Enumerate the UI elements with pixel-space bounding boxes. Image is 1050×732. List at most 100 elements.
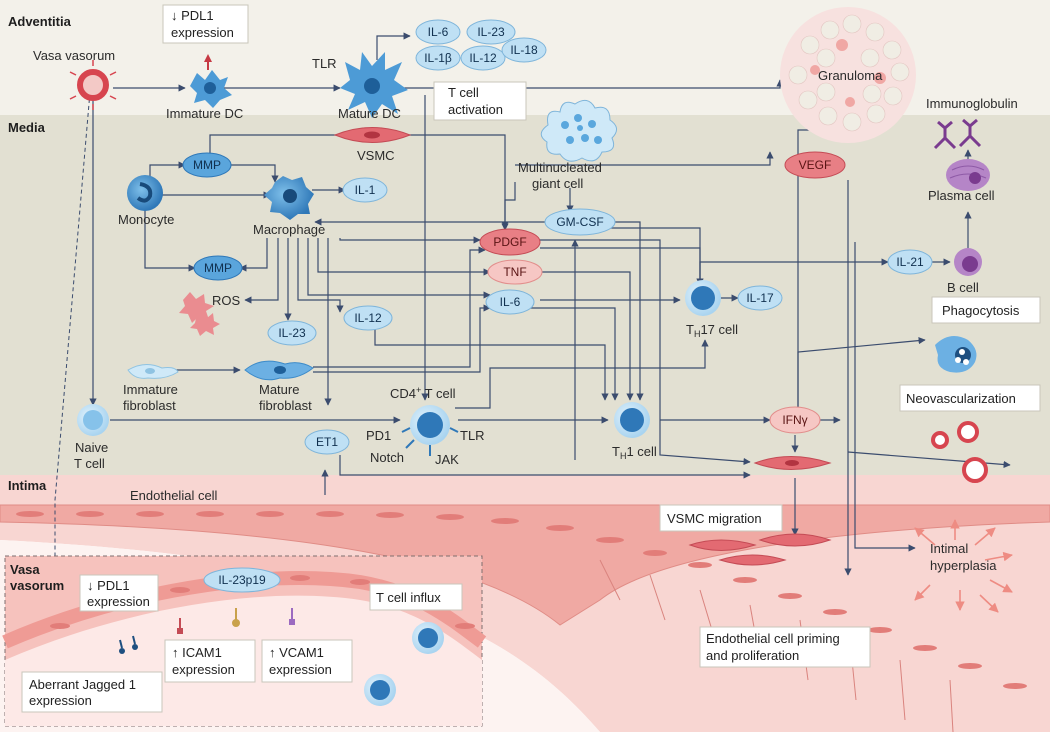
- inset-leader-line: [54, 91, 91, 556]
- il1-text: IL-1: [355, 183, 376, 197]
- plasma-cell: [946, 159, 990, 191]
- il21-pill: [887, 249, 933, 275]
- il6-pill: [485, 289, 535, 315]
- monocyte-label: Monocyte: [118, 212, 174, 227]
- vegf-pill: [784, 151, 846, 179]
- vasa-vasorum-vessel: [69, 60, 117, 110]
- immature-fibroblast: [127, 364, 179, 379]
- th17-cell: [685, 280, 721, 316]
- pdgf-pill: [479, 228, 541, 256]
- th17-prefix: T: [686, 322, 694, 337]
- il12-pill: [343, 305, 393, 331]
- il1-pill: [342, 177, 388, 203]
- hyperplasia-arrows: [914, 519, 1013, 613]
- plasma-cell-label: Plasma cell: [928, 188, 995, 203]
- naive-tcell-label-1: Naive: [75, 440, 108, 455]
- endothelial-cell-label: Endothelial cell: [130, 488, 218, 503]
- naive-tcell: [77, 404, 109, 436]
- jagged-callout: [21, 671, 163, 713]
- tcell-activation-line2: activation: [448, 102, 503, 117]
- b-cell-label: B cell: [947, 280, 979, 295]
- pdl1-inset-line1: ↓ PDL1: [87, 578, 130, 593]
- icam1-line2: expression: [172, 662, 235, 677]
- ros-blobs: [179, 292, 220, 336]
- il18-top-text: IL-18: [510, 43, 538, 57]
- il18-top-pill: [501, 37, 547, 63]
- migrating-vsmcs: [688, 533, 832, 566]
- mature-dc: [340, 52, 408, 118]
- inset-tcell-migrating: [412, 622, 444, 654]
- th17-sub: H: [694, 329, 701, 339]
- phagocytosis-text: Phagocytosis: [942, 303, 1020, 318]
- neovascularization-callout: [899, 384, 1041, 412]
- tlr-t-label: TLR: [460, 428, 485, 443]
- il23-pill: [267, 320, 317, 346]
- jagged-line2: expression: [29, 693, 92, 708]
- adventitia-label: Adventitia: [8, 14, 72, 29]
- cd4-tcell: [401, 405, 459, 456]
- immature-fibroblast-label-2: fibroblast: [123, 398, 176, 413]
- neovascularization-text: Neovascularization: [906, 391, 1016, 406]
- il12-top-pill: [460, 45, 506, 71]
- pdgf-text: PDGF: [493, 235, 526, 249]
- tnf-pill: [487, 259, 543, 285]
- vegf-text: VEGF: [799, 158, 832, 172]
- vsmc-label: VSMC: [357, 148, 395, 163]
- inset-vasa-label-2: vasorum: [10, 578, 64, 593]
- pdl1-inset-callout: [79, 574, 159, 612]
- notch-label: Notch: [370, 450, 404, 465]
- endothelial-priming-callout: [699, 626, 871, 668]
- vsmc-media-cell: [753, 456, 832, 470]
- tnf-text: TNF: [503, 265, 526, 279]
- mmp-text-1: MMP: [193, 158, 221, 172]
- th1-label: TH1 cell: [612, 444, 657, 461]
- il12-top-text: IL-12: [469, 51, 497, 65]
- multinucleated-label-2: giant cell: [532, 176, 583, 191]
- th1-prefix: T: [612, 444, 620, 459]
- th1-sub: H: [620, 451, 627, 461]
- th17-label: TH17 cell: [686, 322, 738, 339]
- il23-top-text: IL-23: [477, 25, 505, 39]
- pdl1-top-line2: expression: [171, 25, 234, 40]
- new-vessels: [931, 421, 988, 483]
- tcell-activation-line1: T cell: [448, 85, 479, 100]
- pd1-label: PD1: [366, 428, 391, 443]
- ifng-text: IFNγ: [782, 413, 807, 427]
- il17-pill: [737, 285, 783, 311]
- mmp-pill-1: [182, 152, 232, 178]
- il12-text: IL-12: [354, 311, 382, 325]
- monocyte-cell: [127, 175, 163, 211]
- il21-text: IL-21: [896, 255, 924, 269]
- et1-text: ET1: [316, 435, 338, 449]
- il6-top-pill: [415, 19, 461, 45]
- media-label: Media: [8, 120, 46, 135]
- multinucleated-giant-cell: [540, 99, 617, 162]
- vcam1-callout: [261, 639, 353, 683]
- immunoglobulin: [933, 118, 982, 150]
- tlr-dc-label: TLR: [312, 56, 337, 71]
- mmp-pill-2: [193, 255, 243, 281]
- il23p19-pill: [203, 567, 281, 593]
- il6-text: IL-6: [500, 295, 521, 309]
- b-cell: [954, 248, 982, 276]
- granuloma: [780, 7, 916, 143]
- tcell-activation-callout: [433, 81, 527, 121]
- immature-dc-label: Immature DC: [166, 106, 243, 121]
- phagocyte-cell: [935, 336, 977, 373]
- jagged-line1: Aberrant Jagged 1: [29, 677, 136, 692]
- icam1-callout: [164, 639, 256, 683]
- tcell-influx-callout: [369, 583, 463, 611]
- cytokine-cluster: IL-6 IL-23 IL-1β IL-12 IL-18: [415, 19, 547, 71]
- il23-text: IL-23: [278, 326, 306, 340]
- mature-fibroblast-label-2: fibroblast: [259, 398, 312, 413]
- tcell-influx-text: T cell influx: [376, 590, 441, 605]
- pdl1-top-callout: [162, 4, 249, 44]
- naive-tcell-label-2: T cell: [74, 456, 105, 471]
- phagocytosis-callout: [931, 296, 1041, 324]
- intimal-hyperplasia-label-1: Intimal: [930, 541, 968, 556]
- mature-dc-label: Mature DC: [338, 106, 401, 121]
- intima-label: Intima: [8, 478, 47, 493]
- icam1-line1: ↑ ICAM1: [172, 645, 222, 660]
- macrophage-label: Macrophage: [253, 222, 325, 237]
